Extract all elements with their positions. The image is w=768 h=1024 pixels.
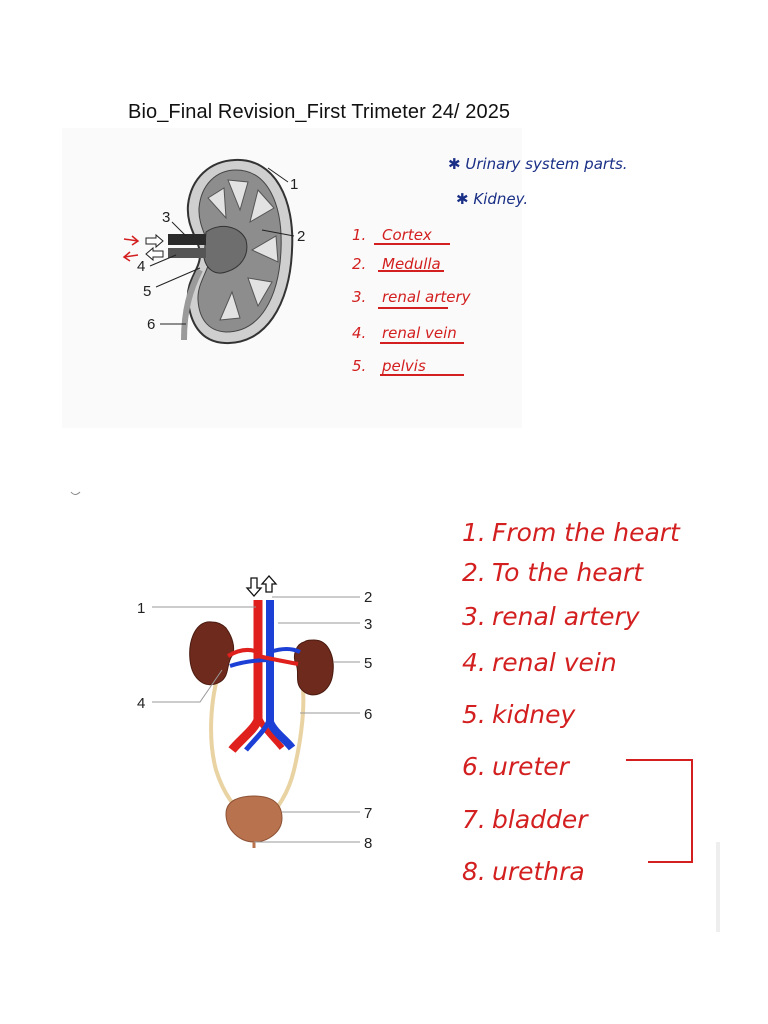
urinary-answer: 1.From the heart bbox=[462, 518, 680, 547]
medulla-pyramid bbox=[227, 179, 249, 212]
kidney-answer: 1.Cortex bbox=[352, 226, 432, 244]
note-heading-kidney: ✱ Kidney. bbox=[456, 190, 529, 208]
kidney-label: 6 bbox=[147, 316, 155, 333]
urinary-label: 6 bbox=[364, 706, 372, 723]
ureter-tube bbox=[181, 268, 203, 341]
page-title: Bio_Final Revision_First Trimeter 24/ 20… bbox=[128, 101, 511, 123]
leader-line bbox=[152, 669, 223, 703]
red-arrow-right-icon bbox=[123, 235, 140, 246]
answer-underline bbox=[378, 270, 444, 272]
arrow-out-icon bbox=[145, 246, 164, 262]
kidney-answer: 2.Medulla bbox=[352, 255, 441, 273]
stray-mark bbox=[70, 491, 81, 495]
kidney-panel-background bbox=[62, 128, 522, 428]
kidney-answer: 5.pelvis bbox=[352, 357, 426, 375]
urinary-label: 4 bbox=[137, 695, 145, 712]
kidney-answer: 3.renal artery bbox=[352, 288, 471, 306]
urinary-label: 7 bbox=[364, 805, 372, 822]
kidney-left bbox=[189, 621, 235, 686]
medulla-pyramid bbox=[219, 290, 241, 321]
kidney-right bbox=[293, 639, 334, 696]
kidney-label: 1 bbox=[290, 176, 298, 193]
urinary-answer: 7.bladder bbox=[462, 805, 588, 834]
urinary-answer: 2.To the heart bbox=[462, 558, 644, 587]
answer-underline bbox=[380, 342, 464, 344]
urinary-label: 1 bbox=[137, 600, 145, 617]
renal-artery-right bbox=[257, 654, 299, 666]
urinary-answer: 5.kidney bbox=[462, 700, 576, 729]
urinary-label: 2 bbox=[364, 589, 372, 606]
kidney-cross-section: 1 2 3 4 5 6 bbox=[122, 158, 305, 345]
arrow-in-icon bbox=[145, 233, 164, 249]
medulla-pyramid bbox=[247, 277, 273, 308]
arrow-down-icon bbox=[245, 577, 263, 597]
red-arrow-left-icon bbox=[122, 251, 139, 262]
urinary-answer: 4.renal vein bbox=[462, 648, 617, 677]
vena-cava bbox=[266, 600, 296, 751]
renal-artery-vessel bbox=[168, 234, 206, 245]
renal-vein-right bbox=[269, 647, 301, 654]
urinary-label: 5 bbox=[364, 655, 372, 672]
leader-line bbox=[171, 221, 187, 237]
answer-underline bbox=[380, 374, 464, 376]
urinary-system-diagram: 1 2 3 4 5 6 7 8 bbox=[137, 575, 372, 852]
urinary-answer: 6.ureter bbox=[462, 752, 569, 781]
renal-vein-left bbox=[229, 658, 271, 668]
renal-pelvis bbox=[203, 225, 248, 274]
leader-line bbox=[155, 267, 201, 288]
note-heading-urinary: ✱ Urinary system parts. bbox=[448, 155, 628, 173]
medulla-pyramid bbox=[250, 235, 279, 263]
answer-underline bbox=[374, 243, 450, 245]
urinary-label: 3 bbox=[364, 616, 372, 633]
renal-artery-left bbox=[226, 647, 259, 658]
kidney-label: 3 bbox=[162, 209, 170, 226]
scan-edge bbox=[716, 842, 720, 932]
urinary-answer: 8.urethra bbox=[462, 857, 585, 886]
aorta bbox=[228, 600, 263, 753]
answer-underline bbox=[378, 307, 448, 309]
aorta-branch bbox=[255, 713, 285, 750]
asterisk-icon: ✱ bbox=[448, 155, 461, 173]
urinary-label: 8 bbox=[364, 835, 372, 852]
bladder bbox=[225, 795, 283, 843]
arrow-up-icon bbox=[260, 575, 278, 593]
kidney-label: 2 bbox=[297, 228, 305, 245]
vena-cava-branch bbox=[244, 717, 273, 752]
grouping-bracket bbox=[626, 759, 693, 863]
kidney-label: 5 bbox=[143, 283, 151, 300]
asterisk-icon: ✱ bbox=[456, 190, 469, 208]
leader-line bbox=[261, 229, 295, 237]
renal-vein-vessel bbox=[168, 248, 206, 258]
leader-line bbox=[149, 254, 177, 267]
medulla-pyramid bbox=[207, 187, 227, 220]
medulla-pyramid bbox=[249, 188, 275, 224]
kidney-answer: 4.renal vein bbox=[352, 324, 457, 342]
leader-line bbox=[267, 167, 289, 183]
urinary-answer: 3.renal artery bbox=[462, 602, 640, 631]
kidney-label: 4 bbox=[137, 258, 145, 275]
